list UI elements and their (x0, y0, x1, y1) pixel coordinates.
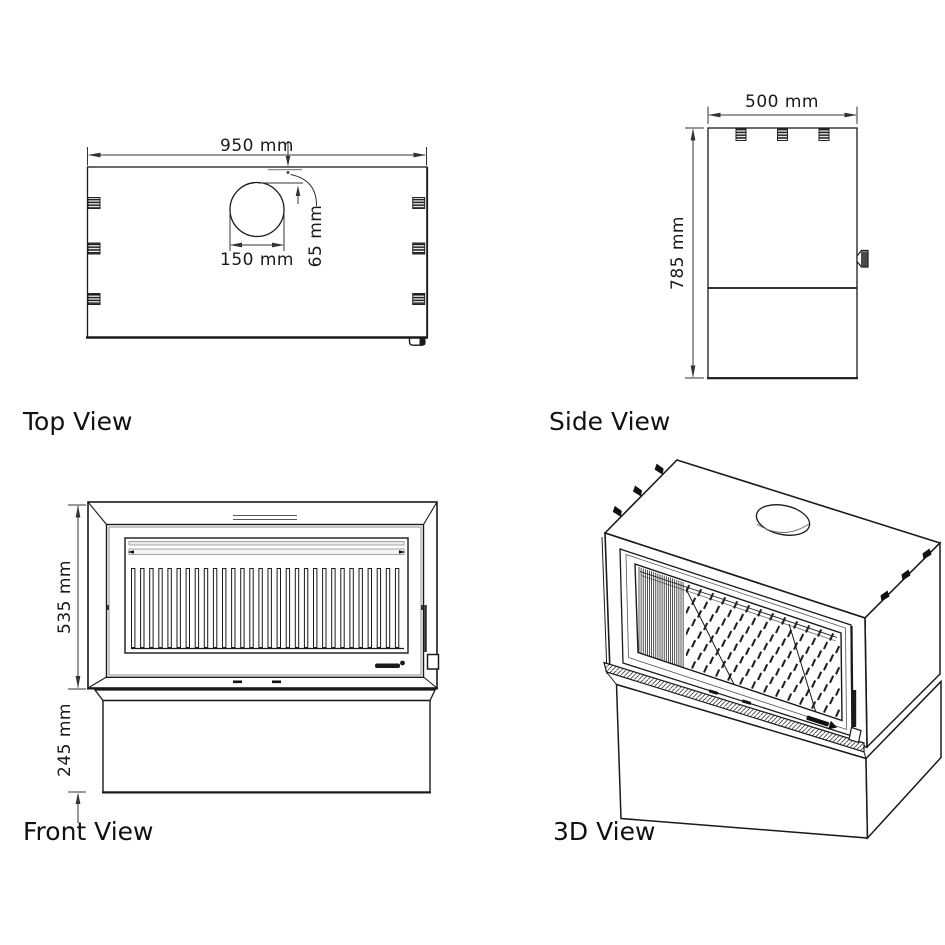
iso-flue-circle (755, 504, 811, 536)
door-handle-rod (424, 605, 427, 652)
iso-mounting-tab-icons (612, 463, 932, 602)
dimension-535mm (68, 504, 86, 690)
side-view-drawing (685, 106, 869, 380)
iso-logo-arrow (806, 715, 838, 730)
dimension-150mm (229, 212, 285, 251)
iso-door-handle (848, 690, 862, 744)
dim-label-150mm: 150 mm (220, 250, 294, 270)
front-firebox-frame (87, 501, 438, 690)
side-view-body-outline (707, 127, 858, 380)
dimension-950mm (87, 147, 427, 166)
mounting-tab-icons-top-view (87, 197, 426, 305)
dimension-785mm (685, 127, 704, 379)
dimension-65mm (258, 141, 318, 207)
mounting-tab-icons-side-view (735, 128, 830, 141)
front-plinth (93, 689, 437, 794)
dim-label-785mm: 785 mm (668, 216, 688, 290)
top-view-drawing (86, 141, 429, 346)
top-view-label: Top View (23, 407, 133, 436)
dimension-500mm (707, 106, 858, 124)
brand-logo (375, 660, 405, 668)
latch-detail-icon (408, 337, 426, 346)
dim-label-65mm: 65 mm (306, 204, 326, 268)
door-handle-side-icon (856, 249, 869, 268)
front-view-drawing (68, 501, 440, 823)
iso-3d-drawing (601, 459, 942, 840)
dimension-245mm (68, 791, 86, 823)
dim-label-535mm: 535 mm (55, 560, 75, 634)
iso-grille-lines (638, 567, 684, 669)
flue-outlet-circle (229, 181, 285, 238)
dim-label-245mm: 245 mm (55, 703, 75, 777)
grille-slats (131, 568, 400, 648)
dim-label-950mm: 950 mm (220, 136, 294, 156)
front-door-details (106, 605, 440, 684)
front-view-label: Front View (23, 817, 154, 846)
3d-view-label: 3D View (553, 817, 656, 846)
dim-label-500mm: 500 mm (745, 92, 819, 112)
front-glass-window (124, 537, 409, 654)
door-handle-knob (426, 653, 440, 670)
side-view-label: Side View (549, 407, 671, 436)
iso-plinth (605, 671, 942, 840)
